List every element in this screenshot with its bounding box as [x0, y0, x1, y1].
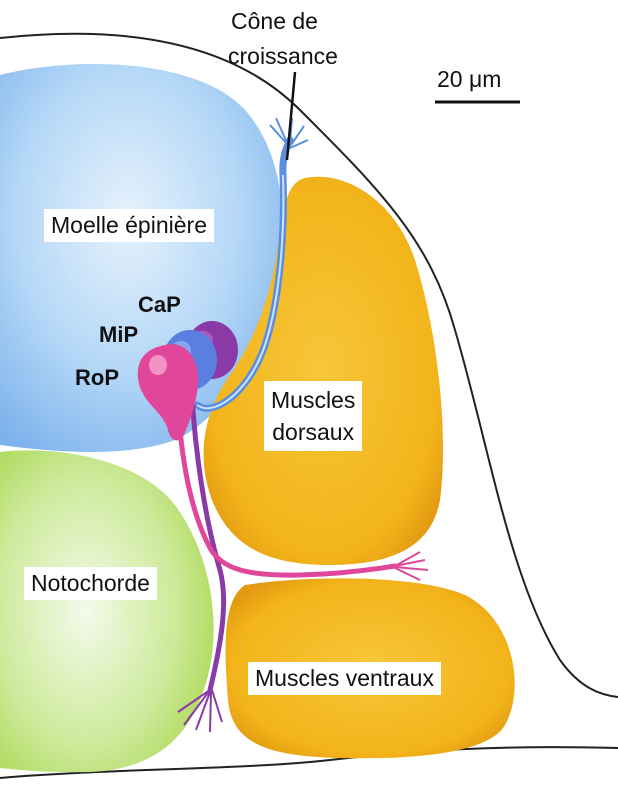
spinal-cord-label: Moelle épinière	[44, 209, 214, 242]
growth-cone-label-line2: croissance	[228, 43, 338, 70]
scale-label: 20 μm	[437, 66, 501, 93]
rop-label: RoP	[75, 366, 119, 390]
dorsal-muscles-label-line1: Muscles	[271, 384, 355, 416]
mip-label: MiP	[99, 323, 138, 347]
ventral-muscles-label: Muscles ventraux	[248, 662, 441, 695]
growth-cone-label-line1: Cône de	[231, 8, 318, 35]
rop-filopodia	[395, 552, 428, 580]
rop-soma-highlight	[149, 355, 167, 375]
dorsal-muscles-label: Muscles dorsaux	[264, 381, 362, 451]
notochord-label: Notochorde	[24, 567, 157, 600]
cap-label: CaP	[138, 293, 181, 317]
notochord-shape	[0, 450, 214, 772]
dorsal-muscles-label-line2: dorsaux	[271, 416, 355, 448]
